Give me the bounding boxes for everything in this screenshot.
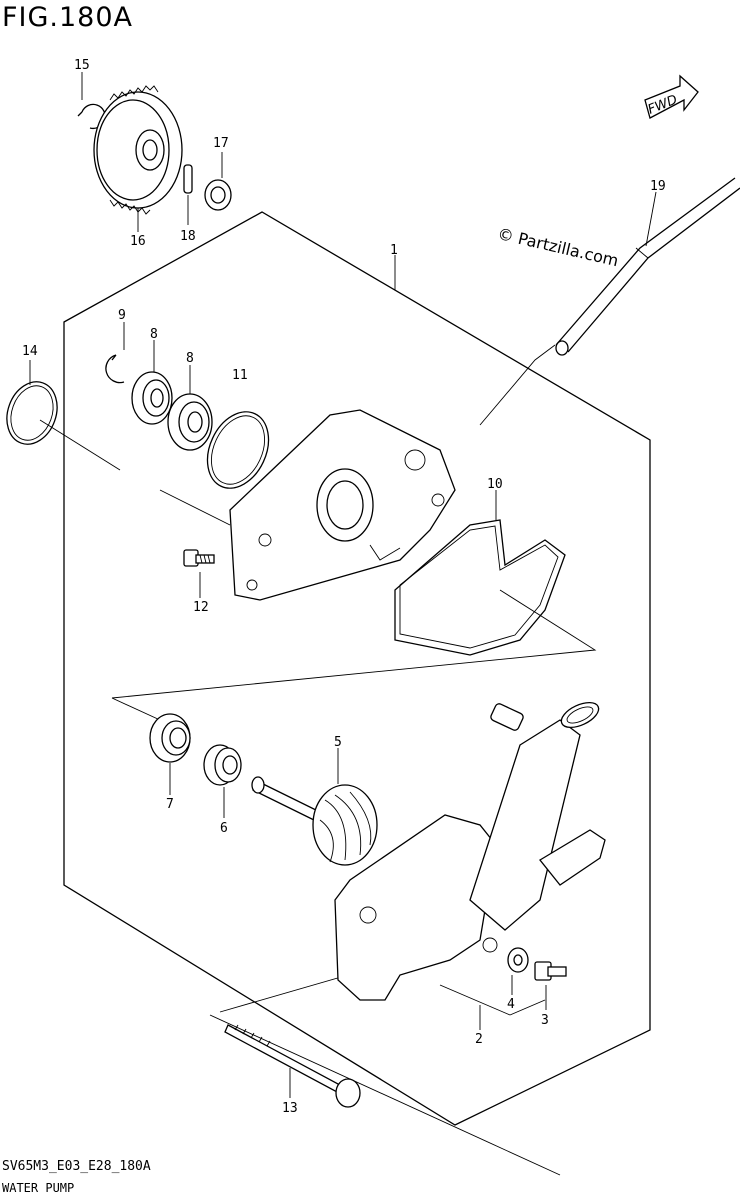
callout-3: 3 — [541, 1013, 549, 1028]
callout-13: 13 — [282, 1101, 298, 1116]
part-7-oil-seal — [149, 713, 191, 763]
callout-6: 6 — [220, 821, 228, 836]
part-9-circlip — [105, 354, 125, 384]
callout-17: 17 — [213, 136, 229, 151]
callout-16: 16 — [130, 234, 146, 249]
part-18-pin — [183, 164, 193, 194]
footer-drawing-code: SV65M3_E03_E28_180A — [2, 1159, 151, 1174]
part-10-gasket — [394, 519, 566, 656]
callout-1: 1 — [390, 243, 398, 258]
callout-4: 4 — [507, 997, 515, 1012]
callout-10: 10 — [487, 477, 503, 492]
part-8-bearing-outer — [131, 371, 173, 425]
part-8-bearing-inner — [167, 393, 213, 451]
part-13-long-bolt — [224, 1024, 361, 1108]
callout-8-outer: 8 — [150, 327, 158, 342]
callout-19: 19 — [650, 179, 666, 194]
part-4-washer — [507, 947, 529, 973]
part-16-pump-gear — [93, 85, 183, 215]
callout-2: 2 — [475, 1032, 483, 1047]
callout-12: 12 — [193, 600, 209, 615]
callout-8-inner: 8 — [186, 351, 194, 366]
footer-assembly-name: WATER PUMP — [2, 1181, 75, 1195]
callout-9: 9 — [118, 308, 126, 323]
part-11-o-ring — [206, 411, 270, 489]
part-17-washer — [204, 179, 232, 211]
part-19-hose — [555, 177, 740, 356]
callout-numbers: 15 17 19 16 18 1 9 8 14 8 11 10 12 5 7 6… — [22, 58, 666, 1116]
part-5-impeller — [251, 776, 378, 866]
part-3-bolt — [534, 961, 567, 981]
callout-15: 15 — [74, 58, 90, 73]
part-6-mechanical-seal — [203, 744, 242, 786]
callout-18: 18 — [180, 229, 196, 244]
part-12-bolt — [183, 549, 215, 567]
callout-7: 7 — [166, 797, 174, 812]
assembly-boundary — [63, 211, 651, 1126]
callout-14: 14 — [22, 344, 38, 359]
part-1-pump-body — [229, 409, 456, 601]
fwd-arrow-icon: FWD — [644, 74, 699, 119]
part-2-pump-case — [334, 701, 606, 1001]
fwd-label: FWD — [646, 92, 680, 117]
callout-11: 11 — [232, 368, 248, 383]
callout-5: 5 — [334, 735, 342, 750]
part-14-o-ring — [6, 381, 58, 445]
figure-title: FIG.180A — [2, 2, 134, 33]
